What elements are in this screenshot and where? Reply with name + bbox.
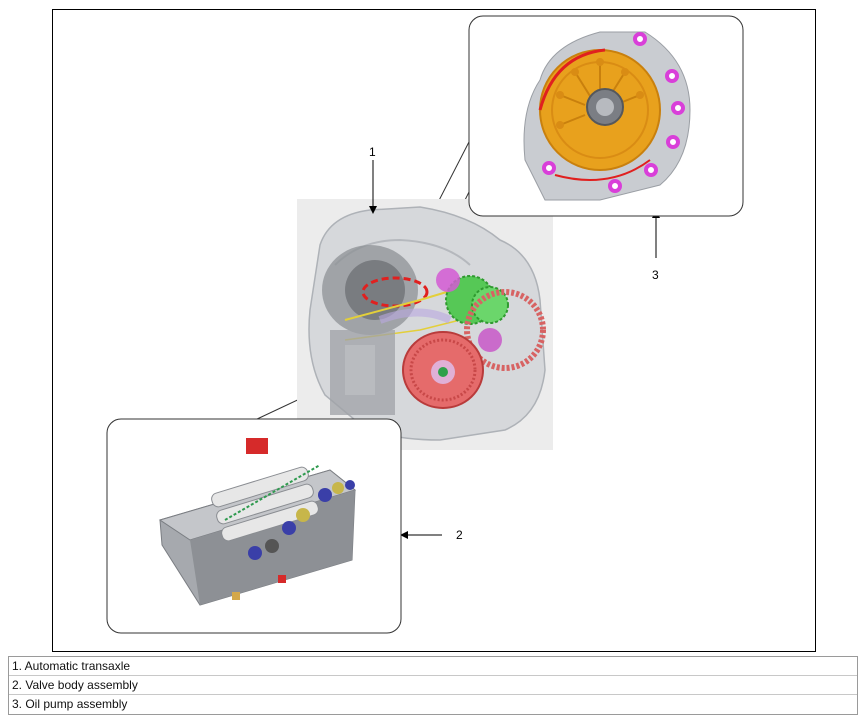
callout-1: 1: [369, 145, 376, 159]
legend-item-2: 2. Valve body assembly: [9, 676, 857, 695]
exploded-diagram: [106, 15, 744, 634]
legend-table: 1. Automatic transaxle 2. Valve body ass…: [8, 656, 858, 715]
legend-item-1: 1. Automatic transaxle: [9, 657, 857, 676]
valve-body-detail: [106, 418, 402, 634]
legend-item-3: 3. Oil pump assembly: [12, 697, 128, 711]
callout-2: 2: [456, 528, 463, 542]
oil-pump-detail: [468, 15, 744, 217]
arrow-2-head: [400, 531, 408, 539]
transaxle-illustration: [308, 206, 546, 441]
arrow-1-head: [369, 206, 377, 214]
callout-3: 3: [652, 268, 659, 282]
